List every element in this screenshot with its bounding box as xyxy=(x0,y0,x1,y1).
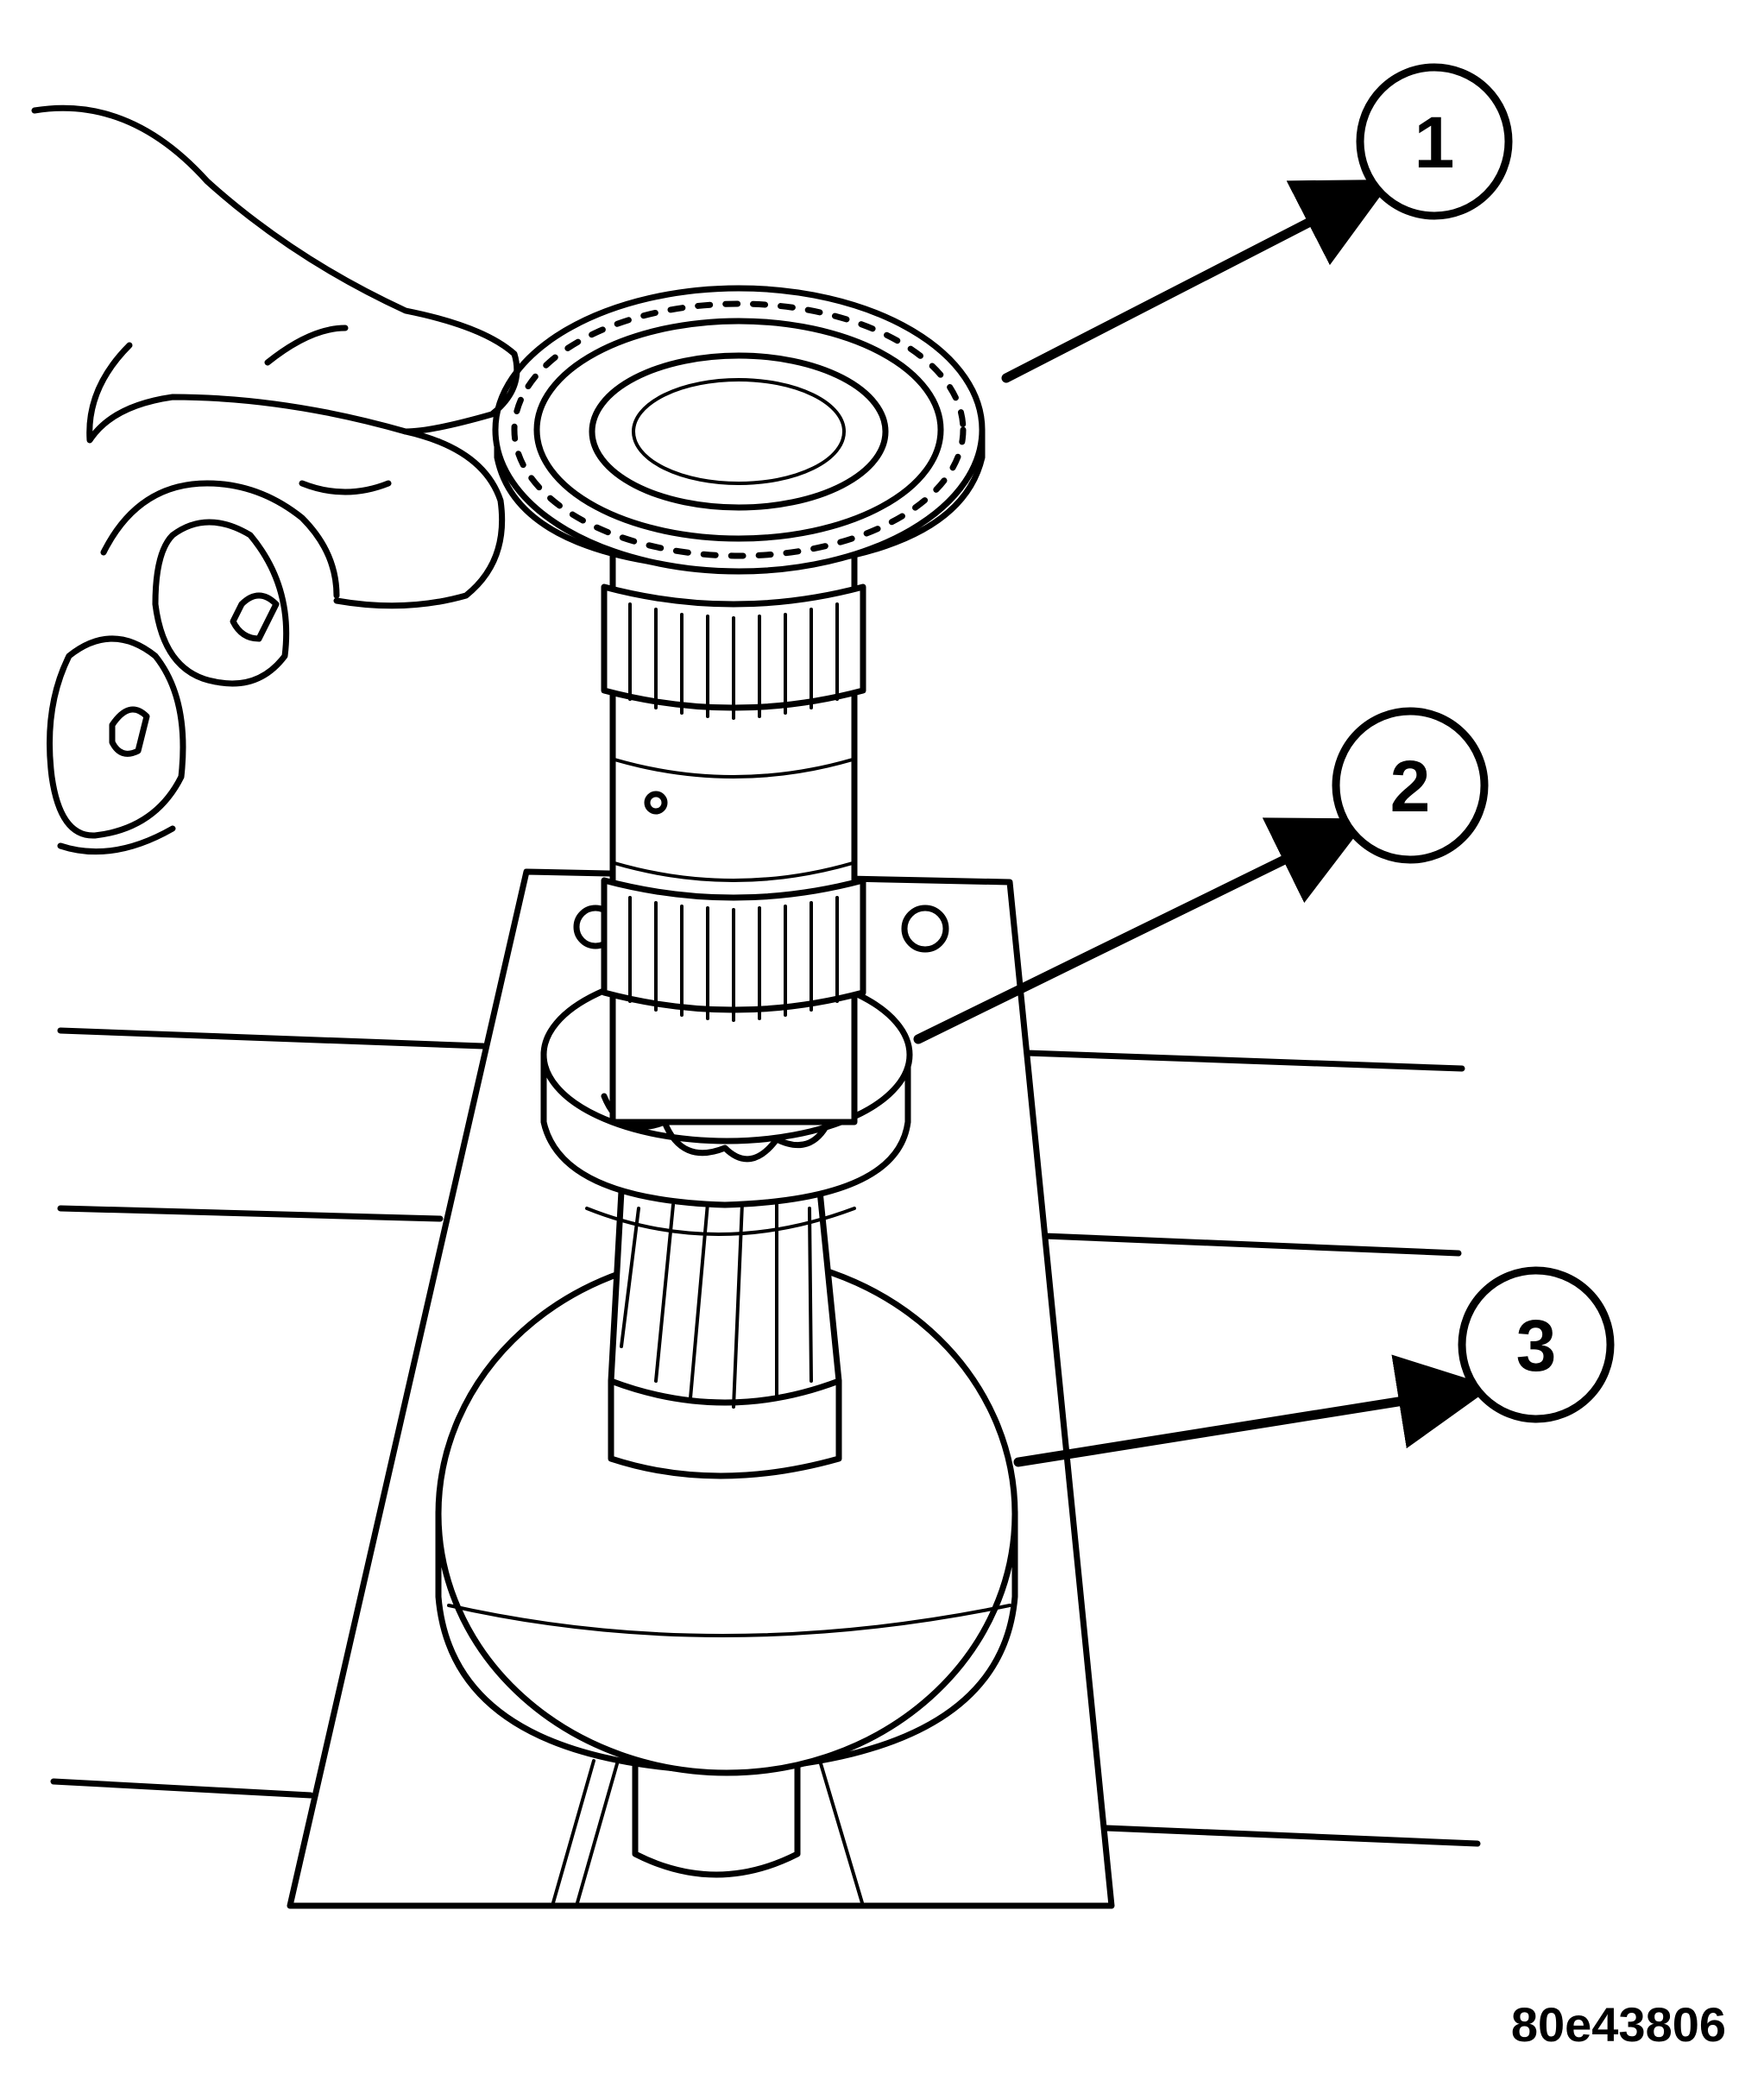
callout-1: 1 xyxy=(1356,63,1513,220)
leader-lines xyxy=(913,179,1493,1467)
thrust-bearing xyxy=(492,285,986,575)
bench-lines xyxy=(50,1027,1481,1847)
figure-code: 80e43806 xyxy=(1510,1997,1726,2052)
callout-2-label: 2 xyxy=(1390,746,1431,827)
callout-1-label: 1 xyxy=(1414,102,1455,183)
callout-3: 3 xyxy=(1458,1266,1615,1423)
lower-spline xyxy=(601,877,866,1022)
hand xyxy=(31,104,520,855)
support-disc xyxy=(435,1252,1018,1776)
upper-spline xyxy=(601,583,866,720)
callout-2: 2 xyxy=(1332,707,1489,864)
callout-3-label: 3 xyxy=(1516,1305,1557,1386)
helical-gear xyxy=(585,1188,856,1479)
